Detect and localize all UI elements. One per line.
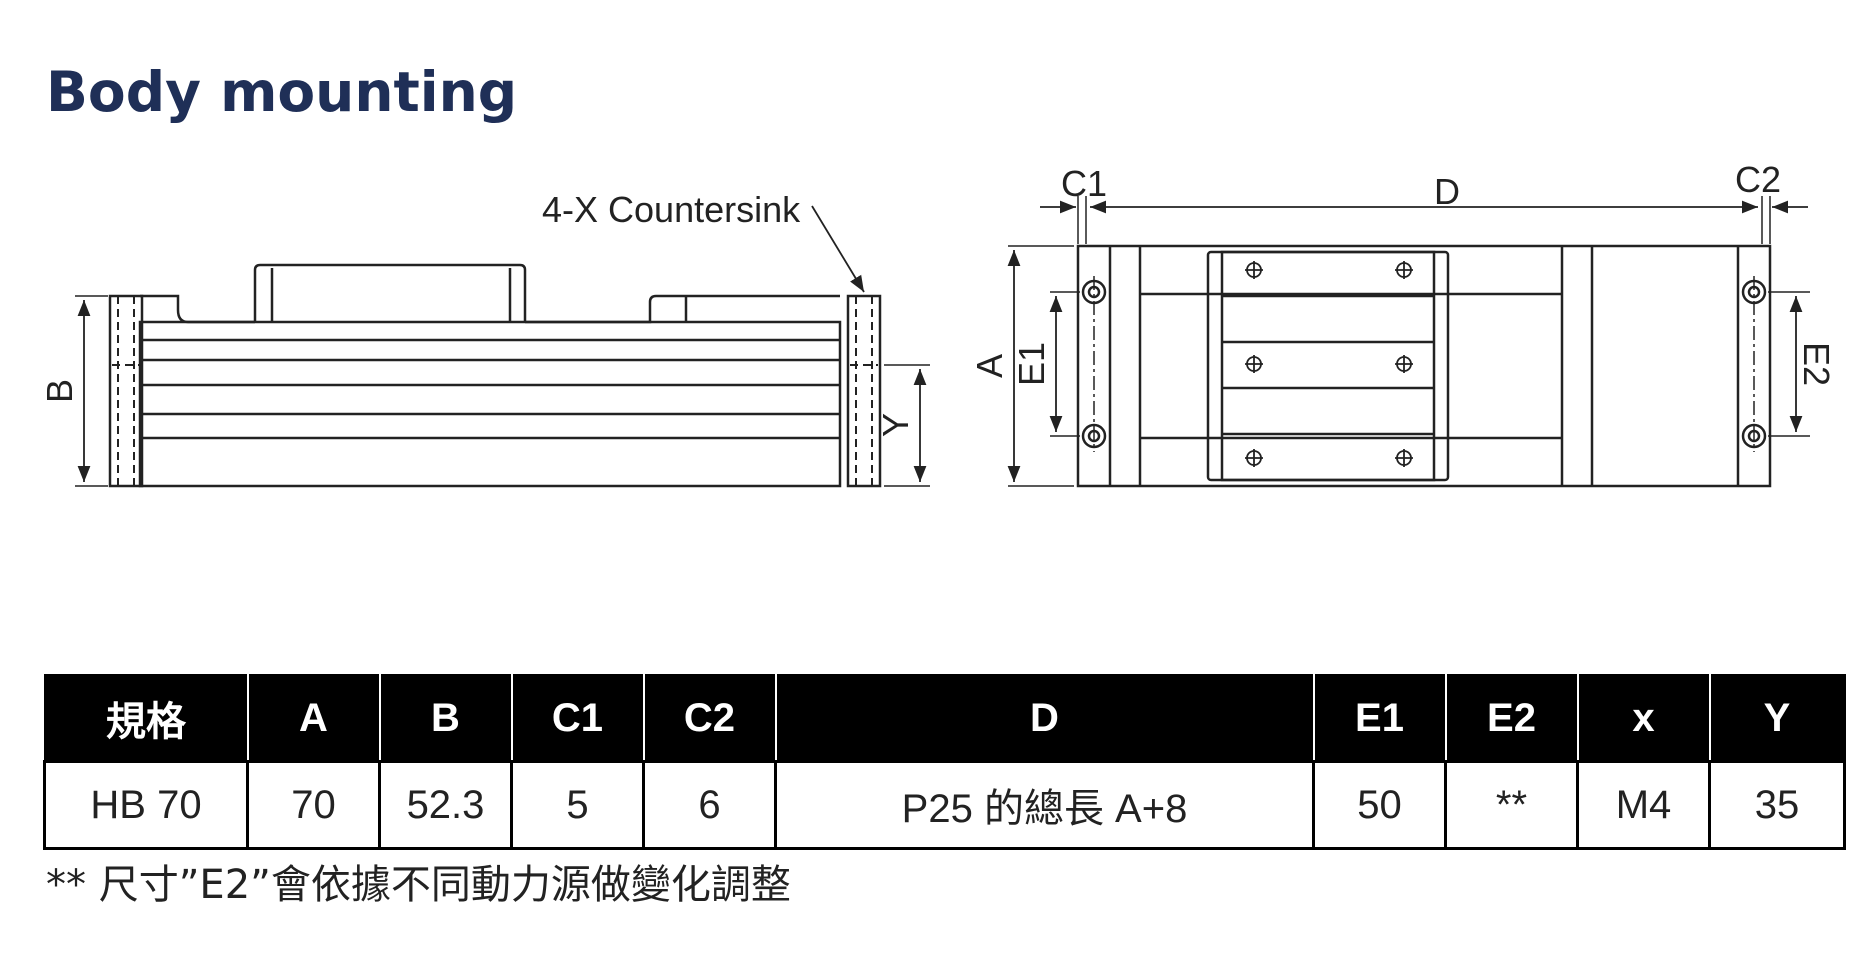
carriage-plate (1206, 250, 1450, 482)
dim-b-label: B (39, 379, 80, 403)
dim-e1-label: E1 (1011, 342, 1052, 386)
dim-y-label: Y (875, 413, 916, 437)
page-title: Body mounting (46, 60, 518, 124)
table-cell: 52.3 (378, 760, 513, 850)
header-cell-a: A (246, 674, 381, 763)
top-view (1007, 196, 1810, 488)
table-cell: ** (1444, 760, 1579, 850)
countersink-label: 4-X Countersink (542, 189, 801, 230)
table-cell: 6 (642, 760, 777, 850)
header-cell-d: D (774, 674, 1315, 763)
countersink-leader (811, 205, 865, 293)
right-shoulder (525, 294, 840, 324)
table-header-row: 規格 A B C1 C2 D E1 E2 x Y (43, 674, 1846, 763)
header-cell-e1: E1 (1312, 674, 1447, 763)
header-cell-spec: 規格 (43, 674, 249, 763)
dim-c2-label: C2 (1735, 159, 1781, 200)
left-shoulder (140, 294, 255, 324)
table-cell: 5 (510, 760, 645, 850)
header-cell-c1: C1 (510, 674, 645, 763)
header-cell-b: B (378, 674, 513, 763)
carriage-block (253, 263, 527, 322)
top-body (1076, 244, 1772, 488)
table-cell: 70 (246, 760, 381, 850)
side-view (75, 205, 930, 488)
dim-e2-label: E2 (1796, 342, 1837, 386)
table-cell: HB 70 (43, 760, 249, 850)
dim-d-label: D (1434, 171, 1460, 212)
header-cell-y: Y (1708, 674, 1846, 763)
left-end-plate (108, 294, 144, 488)
dim-c1-label: C1 (1061, 163, 1107, 204)
table-cell: M4 (1576, 760, 1711, 850)
mounting-holes (1081, 279, 1767, 449)
dim-a-label: A (969, 354, 1010, 378)
body-profile (138, 320, 842, 488)
header-cell-c2: C2 (642, 674, 777, 763)
header-cell-x: x (1576, 674, 1711, 763)
table-cell: 35 (1708, 760, 1846, 850)
table-cell: 50 (1312, 760, 1447, 850)
header-cell-e2: E2 (1444, 674, 1579, 763)
table-cell: P25 的總長 A+8 (774, 760, 1315, 850)
table-row: HB 70 70 52.3 5 6 P25 的總長 A+8 50 ** M4 3… (43, 760, 1846, 850)
spec-table: 規格 A B C1 C2 D E1 E2 x Y HB 70 70 52.3 5… (43, 674, 1846, 850)
right-end-plate (846, 294, 882, 488)
footnote: ** 尺寸”E2”會依據不同動力源做變化調整 (46, 862, 791, 908)
